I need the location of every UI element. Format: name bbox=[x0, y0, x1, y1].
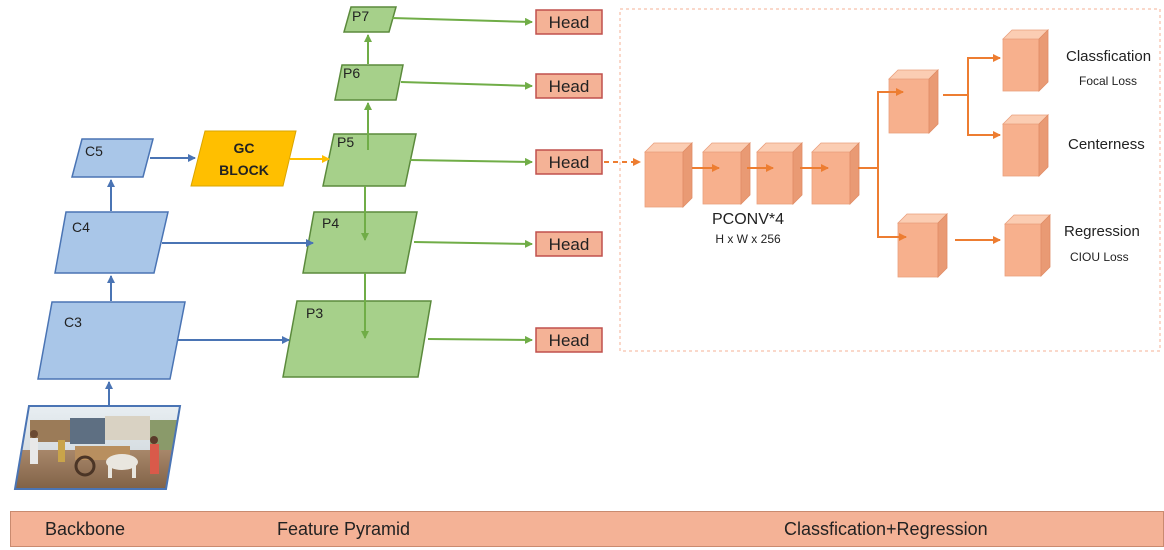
head-p7: Head bbox=[535, 9, 603, 35]
p3-label: P3 bbox=[306, 305, 323, 321]
stage-legend-bar: Backbone Feature Pyramid Classfication+R… bbox=[10, 511, 1164, 547]
pyramid-p3: P3 bbox=[282, 300, 432, 378]
backbone-c4: C4 bbox=[54, 211, 169, 274]
backbone-stage-label: Backbone bbox=[45, 519, 126, 539]
c5-label: C5 bbox=[85, 143, 103, 159]
backbone-c5: C5 bbox=[71, 138, 154, 178]
pyramid-p5: P5 bbox=[322, 133, 417, 187]
head-detail-arrows bbox=[692, 54, 1001, 244]
head-p5: Head bbox=[535, 149, 603, 175]
cls-reg-stage-label: Classfication+Regression bbox=[784, 519, 988, 539]
street-scene-photo-icon bbox=[15, 406, 180, 489]
gc-block-line1: GC bbox=[234, 140, 255, 156]
regression-label: Regression bbox=[1064, 223, 1140, 240]
head-p7-label: Head bbox=[549, 13, 590, 32]
head-p4: Head bbox=[535, 231, 603, 257]
backbone-arrows bbox=[105, 154, 330, 405]
focal-loss-label: Focal Loss bbox=[1079, 74, 1137, 88]
feature-pyramid-stage-label: Feature Pyramid bbox=[277, 519, 411, 539]
gc-block: GC BLOCK bbox=[190, 130, 297, 187]
backbone-c3: C3 bbox=[37, 301, 186, 380]
head-detail-box bbox=[619, 8, 1161, 352]
input-image bbox=[13, 405, 182, 490]
head-p3-label: Head bbox=[549, 331, 590, 350]
reg-branch-block bbox=[897, 213, 948, 278]
pyramid-p4: P4 bbox=[302, 211, 418, 274]
gc-block-line2: BLOCK bbox=[219, 162, 269, 178]
pyramid-arrows bbox=[361, 17, 533, 344]
c3-label: C3 bbox=[64, 314, 82, 330]
conv-block-2 bbox=[702, 142, 751, 205]
ciou-loss-label: CIOU Loss bbox=[1070, 250, 1129, 264]
classification-label: Classfication bbox=[1066, 48, 1151, 65]
conv-blocks bbox=[644, 29, 1051, 278]
centerness-output-block bbox=[1002, 114, 1049, 177]
cls-branch-block bbox=[888, 69, 939, 134]
centerness-label: Centerness bbox=[1068, 136, 1145, 153]
c4-label: C4 bbox=[72, 219, 90, 235]
p4-label: P4 bbox=[322, 215, 339, 231]
head-p5-label: Head bbox=[549, 153, 590, 172]
pconv-label: PCONV*4 bbox=[712, 211, 784, 228]
head-p6-label: Head bbox=[549, 77, 590, 96]
classification-output-block bbox=[1002, 29, 1049, 92]
pyramid-p6: P6 bbox=[334, 64, 404, 101]
conv-block-4 bbox=[811, 142, 860, 205]
head-p3: Head bbox=[535, 327, 603, 353]
conv-block-1 bbox=[644, 142, 693, 208]
p5-label: P5 bbox=[337, 134, 354, 150]
architecture-diagram: C3 C4 C5 GC BLOCK P3 P4 P5 P6 P7 bbox=[13, 6, 1161, 490]
head-p4-label: Head bbox=[549, 235, 590, 254]
conv-block-3 bbox=[756, 142, 803, 205]
p6-label: P6 bbox=[343, 65, 360, 81]
head-p6: Head bbox=[535, 73, 603, 99]
regression-output-block bbox=[1004, 214, 1051, 277]
dims-label: H x W x 256 bbox=[715, 232, 781, 246]
pyramid-p7: P7 bbox=[343, 6, 397, 33]
p7-label: P7 bbox=[352, 8, 369, 24]
